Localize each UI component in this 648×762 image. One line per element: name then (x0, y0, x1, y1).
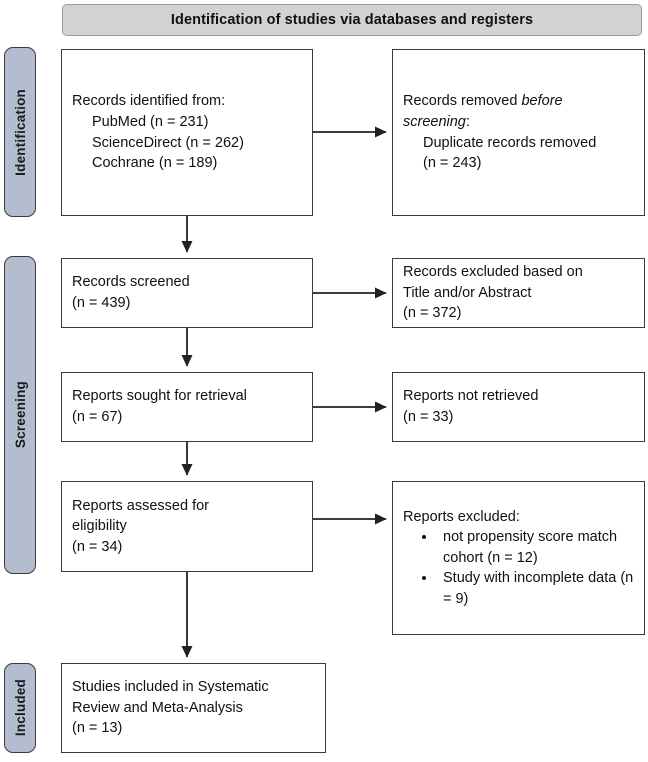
records-screened-label: Records screened (72, 274, 190, 291)
stage-label-text: Included (12, 679, 28, 737)
list-item: Study with incomplete data (n = 9) (437, 568, 634, 609)
records-excluded-count: (n = 372) (403, 305, 462, 322)
list-item: not propensity score match cohort (n = 1… (437, 527, 634, 568)
box-records-excluded-title-abstract: Records excluded based on Title and/or A… (392, 258, 645, 328)
records-removed-heading-emph1: before (521, 93, 563, 110)
duplicate-records-removed-count: (n = 243) (423, 155, 482, 172)
stage-label-text: Screening (12, 381, 28, 449)
reports-not-retrieved-count: (n = 33) (403, 409, 454, 425)
box-reports-assessed: Reports assessed for eligibility (n = 34… (61, 481, 313, 572)
diagram-title: Identification of studies via databases … (170, 12, 534, 28)
source-cochrane: Cochrane (n = 189) (92, 155, 218, 172)
diagram-header-banner: Identification of studies via databases … (62, 4, 642, 36)
stage-label-identification: Identification (4, 47, 36, 217)
records-identified-heading: Records identified from: (72, 93, 226, 110)
box-records-screened: Records screened (n = 439) (61, 258, 313, 328)
box-reports-sought: Reports sought for retrieval (n = 67) (61, 372, 313, 442)
reports-sought-count: (n = 67) (72, 409, 123, 425)
studies-included-count: (n = 13) (72, 720, 123, 737)
source-sciencedirect: ScienceDirect (n = 262) (92, 134, 244, 151)
stage-label-screening: Screening (4, 256, 36, 574)
reports-assessed-label-line1: Reports assessed for (72, 497, 210, 514)
reports-not-retrieved-label: Reports not retrieved (403, 388, 539, 405)
reports-assessed-label-line2: eligibility (72, 518, 127, 535)
records-removed-heading-colon: : (465, 113, 470, 130)
records-excluded-label-line2: Title and/or Abstract (403, 284, 532, 301)
box-reports-excluded: Reports excluded: not propensity score m… (392, 481, 645, 635)
records-removed-heading-emph2: screening (403, 113, 466, 130)
box-records-removed: Records removed before screening: Duplic… (392, 49, 645, 216)
box-reports-not-retrieved: Reports not retrieved (n = 33) (392, 372, 645, 442)
reports-sought-label: Reports sought for retrieval (72, 388, 247, 405)
studies-included-label-line2: Review and Meta-Analysis (72, 699, 243, 716)
studies-included-label-line1: Studies included in Systematic (72, 679, 269, 696)
reports-assessed-count: (n = 34) (72, 538, 123, 555)
records-removed-heading-part1: Records removed (403, 93, 522, 110)
stage-label-included: Included (4, 663, 36, 753)
records-excluded-label-line1: Records excluded based on (403, 264, 583, 281)
reports-excluded-heading: Reports excluded: (403, 508, 520, 525)
source-pubmed: PubMed (n = 231) (92, 113, 209, 130)
duplicate-records-removed-label: Duplicate records removed (423, 134, 597, 151)
box-records-identified: Records identified from: PubMed (n = 231… (61, 49, 313, 216)
box-studies-included: Studies included in Systematic Review an… (61, 663, 326, 753)
reports-excluded-reason-list: not propensity score match cohort (n = 1… (403, 527, 634, 609)
stage-label-text: Identification (12, 88, 28, 176)
records-screened-count: (n = 439) (72, 295, 131, 311)
